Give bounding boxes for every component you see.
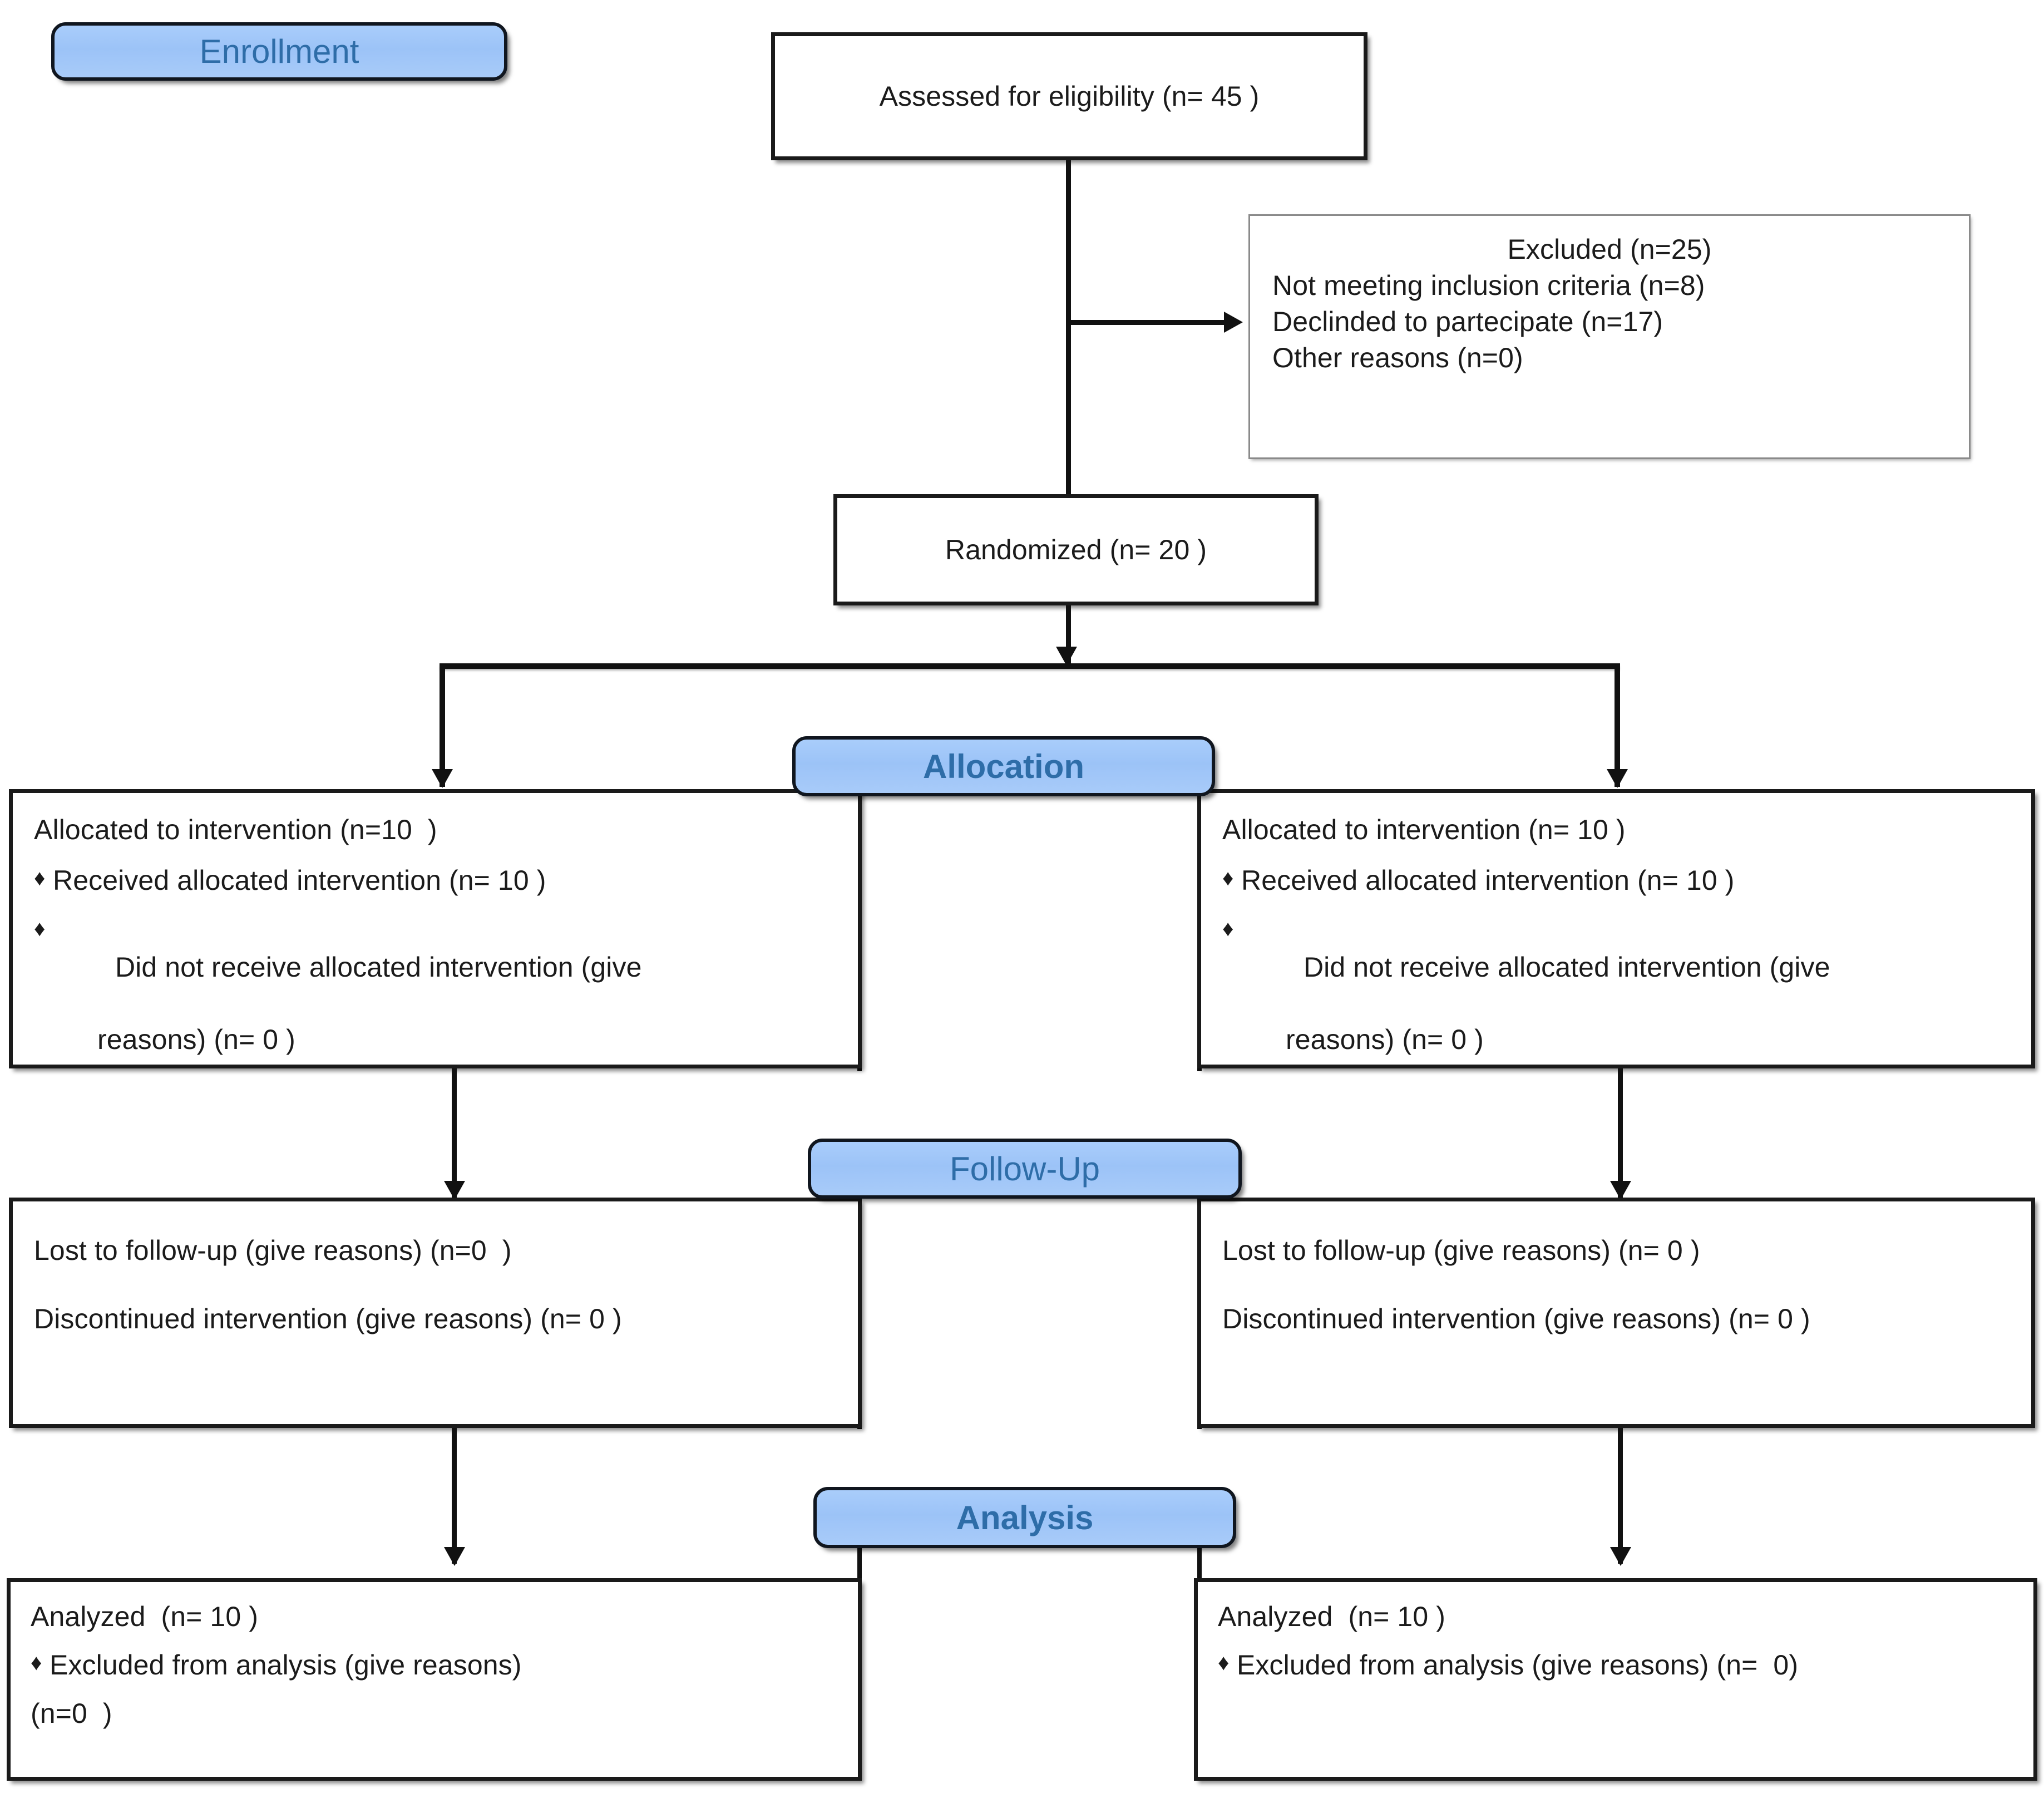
split-right-leg <box>1615 663 1620 787</box>
connector-allocation-left-to-followup <box>452 1068 457 1198</box>
split-bar-allocation <box>440 663 1620 669</box>
box-analysis-left: Analyzed (n= 10 ) ♦ Excluded from analys… <box>7 1578 862 1781</box>
arrow-split-left-icon <box>432 769 453 788</box>
arrow-allocation-left-down-icon <box>444 1181 465 1200</box>
allocation-right-bullet-1-text: Received allocated intervention (n= 10 ) <box>1241 865 1735 896</box>
stage-badge-allocation-label: Allocation <box>922 747 1084 785</box>
followup-right-lost: Lost to follow-up (give reasons) (n= 0 ) <box>1222 1235 1700 1266</box>
arrow-to-excluded-icon <box>1224 312 1243 333</box>
followup-left-discontinued: Discontinued intervention (give reasons)… <box>34 1303 622 1334</box>
connector-followup-left-to-analysis <box>452 1428 457 1564</box>
box-followup-right: Lost to follow-up (give reasons) (n= 0 )… <box>1197 1198 2035 1428</box>
allocation-right-bullet-2-line-2: reasons) (n= 0 ) <box>1286 1024 1484 1055</box>
stage-badge-follow-up: Follow-Up <box>808 1139 1242 1199</box>
allocation-right-bullet-2-text: Did not receive allocated intervention (… <box>1241 913 2007 1130</box>
box-randomized: Randomized (n= 20 ) <box>833 494 1319 605</box>
allocation-left-bullet-2-text: Did not receive allocated intervention (… <box>53 913 833 1130</box>
diamond-bullet-icon: ♦ <box>31 1651 42 1675</box>
analysis-left-bullet-text: Excluded from analysis (give reasons) <box>50 1649 522 1681</box>
allocation-left-bullet-2-line-1: Did not receive allocated intervention (… <box>115 952 642 983</box>
allocation-left-bullet-2: ♦ Did not receive allocated intervention… <box>34 913 833 1130</box>
arrow-split-right-icon <box>1607 769 1628 788</box>
excluded-reason-2: Declinded to partecipate (n=17) <box>1272 306 1663 337</box>
arrow-allocation-right-down-icon <box>1610 1181 1631 1200</box>
arrow-followup-right-down-icon <box>1610 1547 1631 1566</box>
analysis-left-heading: Analyzed (n= 10 ) <box>31 1601 258 1632</box>
diamond-bullet-icon: ♦ <box>34 917 46 941</box>
allocation-right-bullet-2: ♦ Did not receive allocated intervention… <box>1222 913 2007 1130</box>
diamond-bullet-icon: ♦ <box>1218 1651 1230 1675</box>
analysis-right-bullet-text: Excluded from analysis (give reasons) (n… <box>1237 1649 1799 1681</box>
box-analysis-right: Analyzed (n= 10 ) ♦ Excluded from analys… <box>1194 1578 2037 1781</box>
diamond-bullet-icon: ♦ <box>1222 866 1234 890</box>
connector-followup-right-to-analysis <box>1618 1428 1623 1564</box>
allocation-left-bullet-1: ♦ Received allocated intervention (n= 10… <box>34 863 833 899</box>
stage-badge-allocation: Allocation <box>792 736 1215 796</box>
allocation-left-bullet-2-line-2: reasons) (n= 0 ) <box>97 1024 295 1055</box>
stage-badge-enrollment-label: Enrollment <box>199 33 359 70</box>
diamond-bullet-icon: ♦ <box>34 866 46 890</box>
followup-right-discontinued: Discontinued intervention (give reasons)… <box>1222 1303 1810 1334</box>
followup-left-lost: Lost to follow-up (give reasons) (n=0 ) <box>34 1235 512 1266</box>
allocation-right-bullet-2-line-1: Did not receive allocated intervention (… <box>1303 952 1830 983</box>
box-allocation-right: Allocated to intervention (n= 10 ) ♦ Rec… <box>1197 789 2035 1068</box>
box-allocation-left: Allocated to intervention (n=10 ) ♦ Rece… <box>9 789 862 1068</box>
assessed-for-eligibility-text: Assessed for eligibility (n= 45 ) <box>879 80 1260 112</box>
connector-assessed-to-randomized <box>1066 160 1071 496</box>
analysis-left-bullet-continuation: (n=0 ) <box>31 1698 112 1729</box>
excluded-heading: Excluded (n=25) <box>1507 234 1712 265</box>
analysis-right-bullet: ♦ Excluded from analysis (give reasons) … <box>1218 1647 2017 1683</box>
excluded-reason-1: Not meeting inclusion criteria (n=8) <box>1272 270 1705 301</box>
arrow-followup-left-down-icon <box>444 1547 465 1566</box>
allocation-left-bullet-1-text: Received allocated intervention (n= 10 ) <box>53 865 546 896</box>
box-assessed-for-eligibility: Assessed for eligibility (n= 45 ) <box>771 32 1367 160</box>
analysis-left-bullet: ♦ Excluded from analysis (give reasons) <box>31 1647 833 1683</box>
randomized-text: Randomized (n= 20 ) <box>945 534 1207 565</box>
stage-badge-enrollment: Enrollment <box>51 22 507 81</box>
stage-badge-follow-up-label: Follow-Up <box>949 1150 1100 1188</box>
connector-randomized-down <box>1066 605 1071 667</box>
connector-to-excluded <box>1068 320 1230 325</box>
diamond-bullet-icon: ♦ <box>1222 917 1234 941</box>
excluded-reason-3: Other reasons (n=0) <box>1272 342 1523 373</box>
analysis-right-heading: Analyzed (n= 10 ) <box>1218 1601 1445 1632</box>
stage-badge-analysis-label: Analysis <box>956 1499 1094 1536</box>
arrow-randomized-down-icon <box>1056 647 1077 666</box>
allocation-left-heading: Allocated to intervention (n=10 ) <box>34 814 437 845</box>
connector-allocation-right-to-followup <box>1618 1068 1623 1198</box>
box-followup-left: Lost to follow-up (give reasons) (n=0 ) … <box>9 1198 862 1428</box>
allocation-right-bullet-1: ♦ Received allocated intervention (n= 10… <box>1222 863 2007 899</box>
split-left-leg <box>440 663 445 787</box>
stage-badge-analysis: Analysis <box>813 1487 1236 1548</box>
box-excluded: Excluded (n=25) Not meeting inclusion cr… <box>1248 214 1971 459</box>
allocation-right-heading: Allocated to intervention (n= 10 ) <box>1222 814 1626 845</box>
